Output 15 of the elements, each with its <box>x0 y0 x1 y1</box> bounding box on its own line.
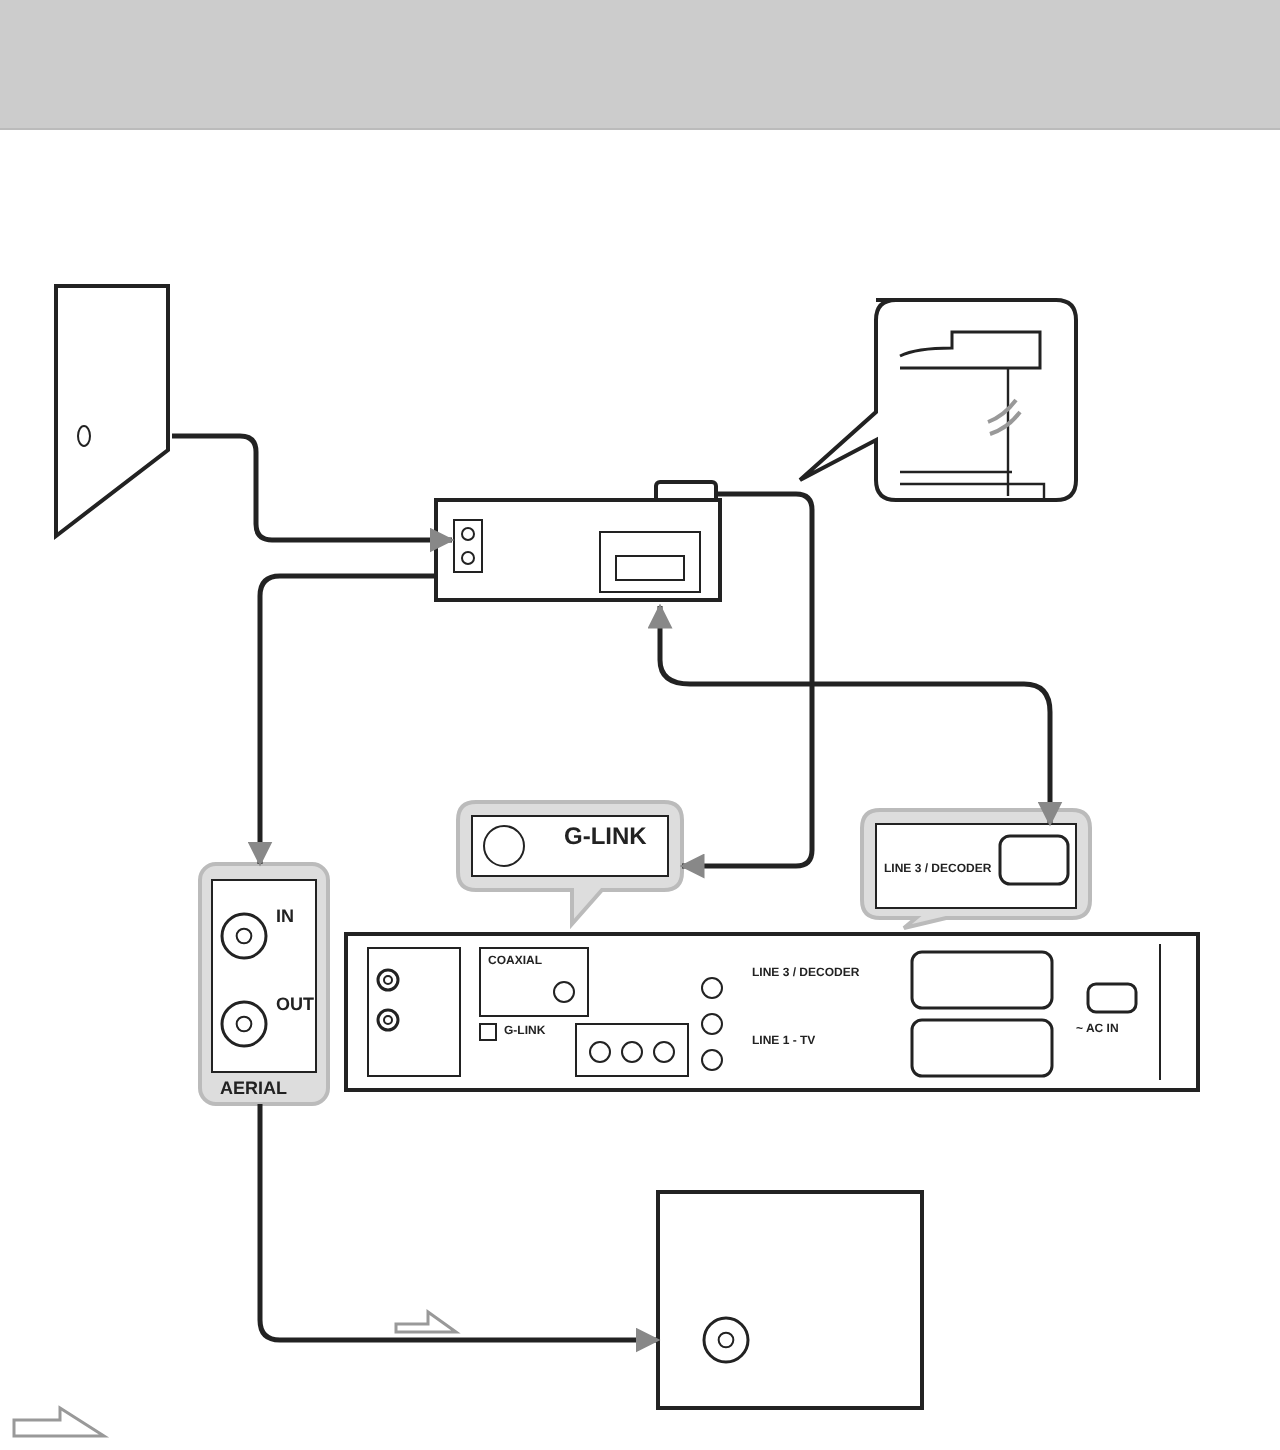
scart-socket-callout <box>856 804 1096 928</box>
ir-blaster-callout <box>796 296 1080 506</box>
port-label: G-LINK <box>564 824 647 848</box>
panel-label: AERIAL <box>220 1080 287 1098</box>
aerial-terminal-callout <box>192 856 336 1112</box>
cable <box>679 491 815 879</box>
port-label: IN <box>276 908 294 926</box>
cable <box>257 1104 661 1353</box>
port-label: OUT <box>276 996 314 1014</box>
wall-outlet <box>52 280 172 540</box>
cable <box>247 573 436 867</box>
cable <box>647 603 1063 827</box>
cable <box>172 433 455 553</box>
g-link-callout <box>452 796 688 928</box>
tv <box>652 1186 928 1414</box>
